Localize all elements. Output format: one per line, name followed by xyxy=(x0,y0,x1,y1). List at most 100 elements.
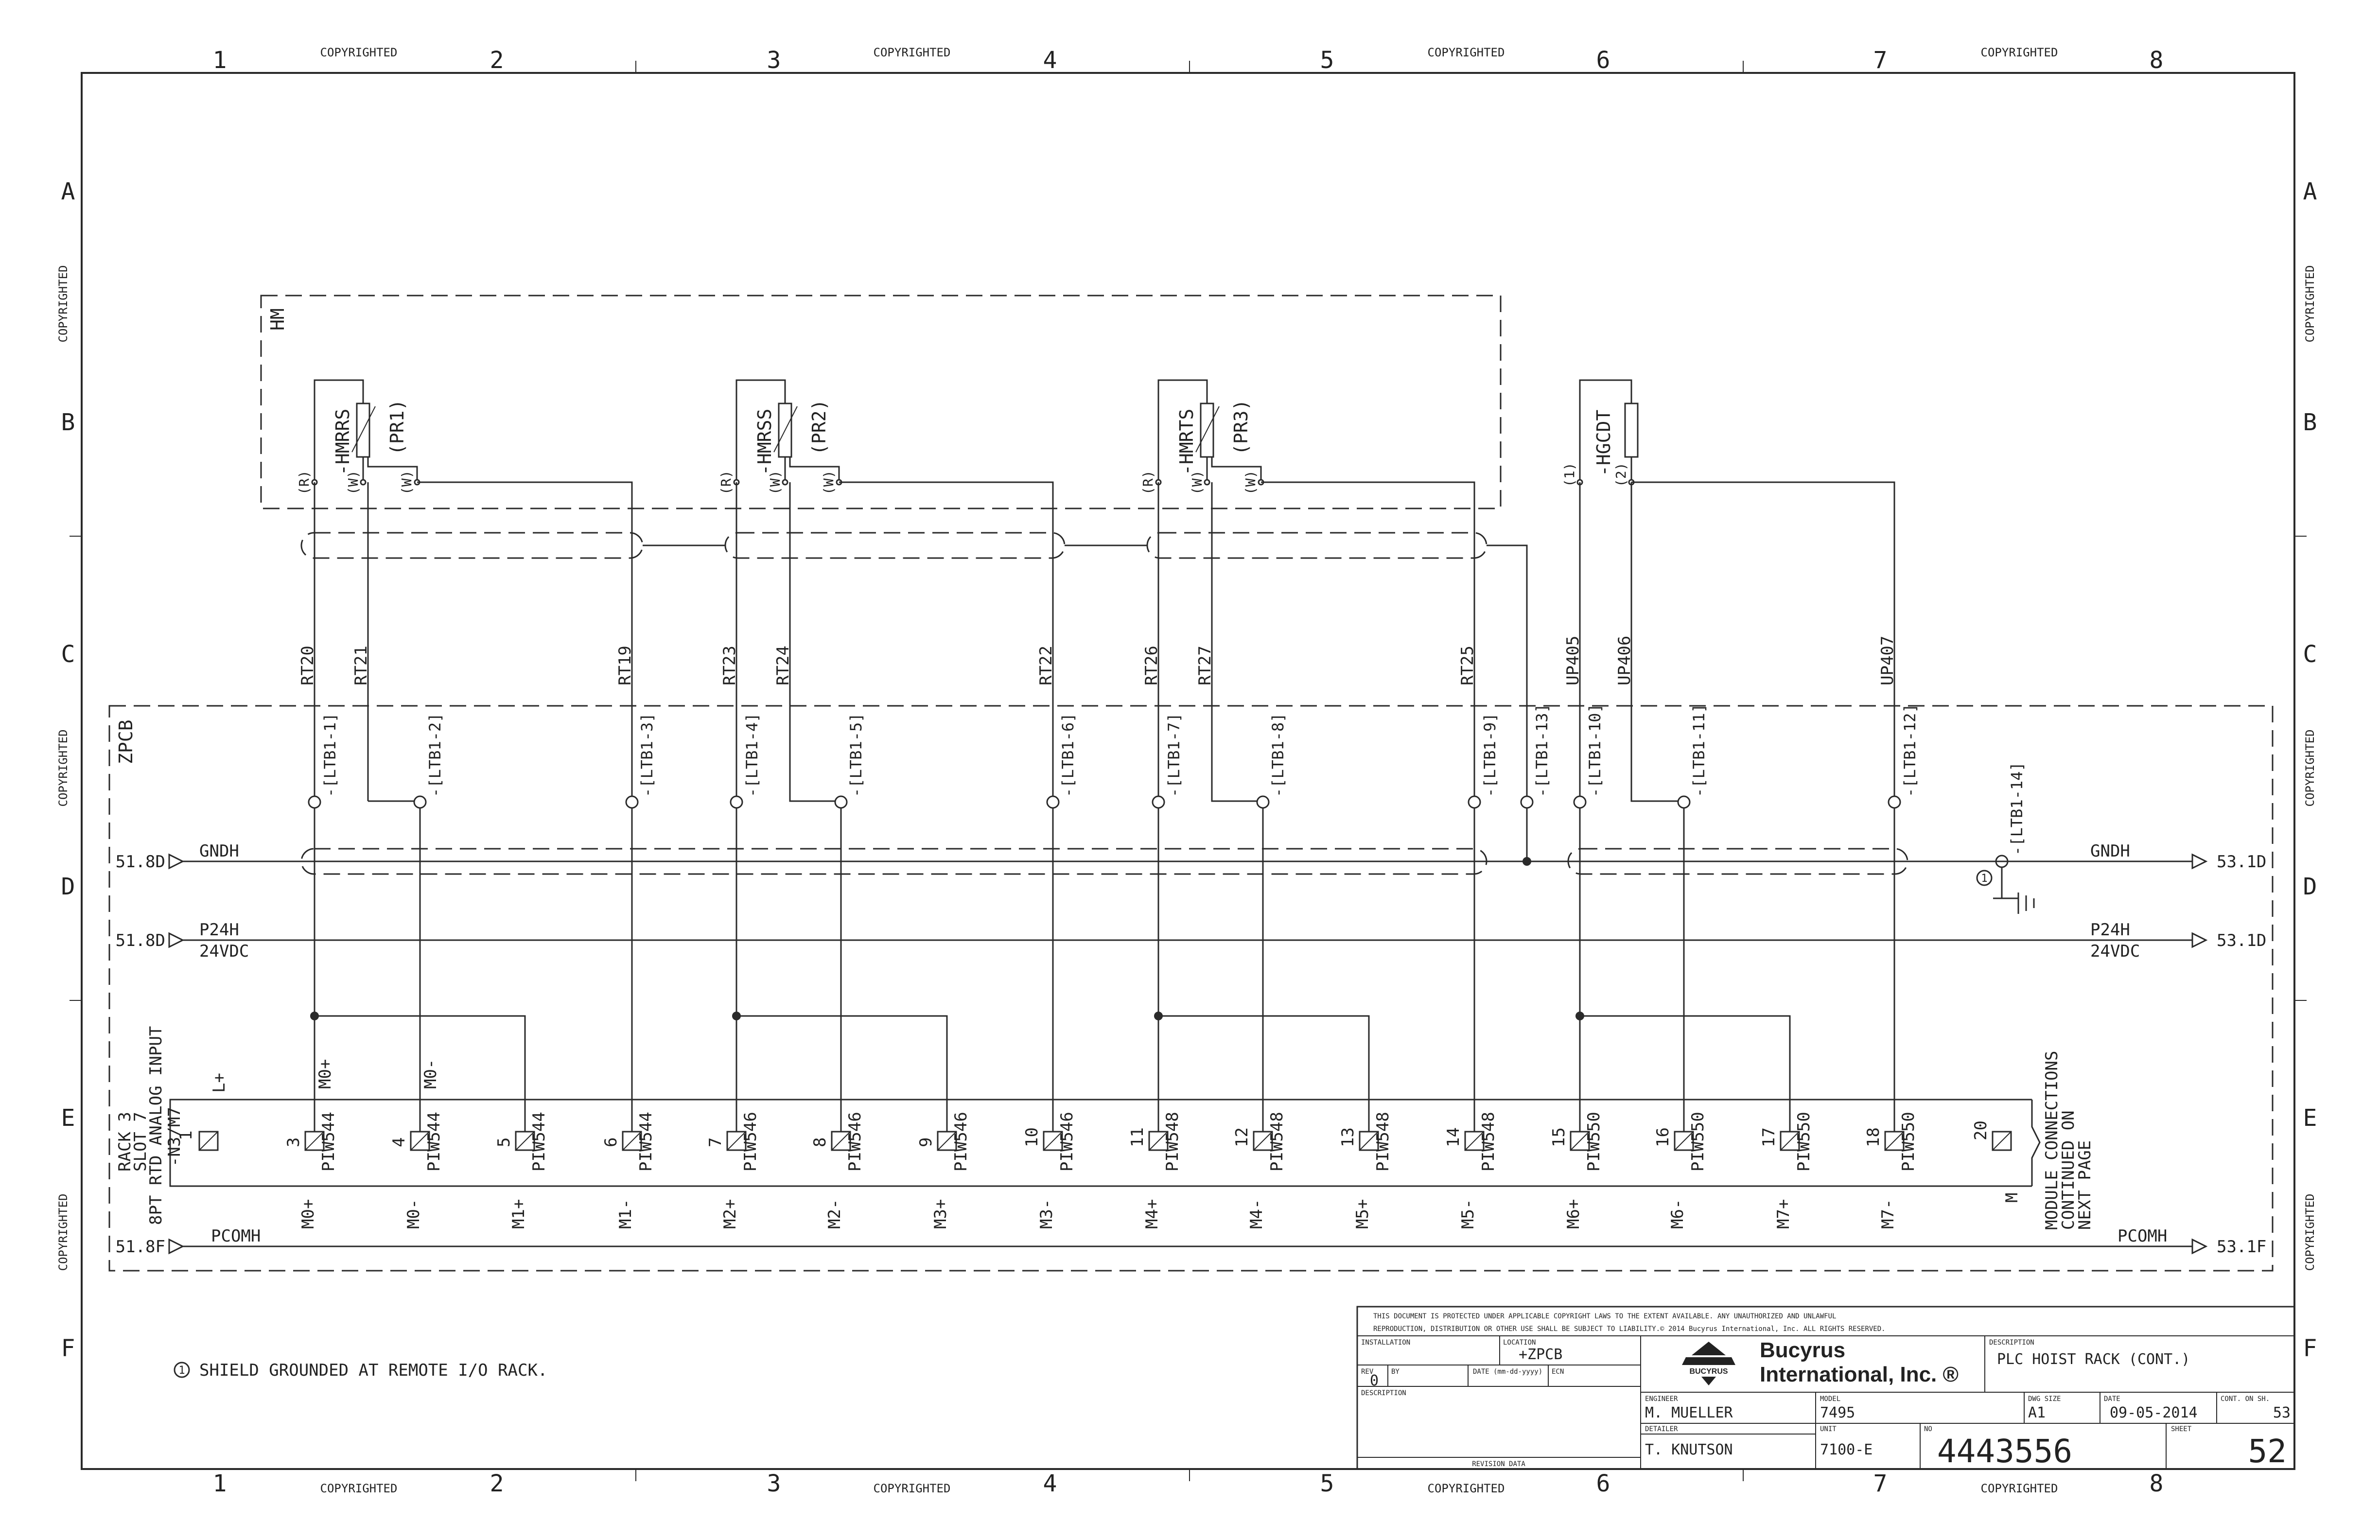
ground-terminal: 1 xyxy=(1976,855,2035,914)
module-channel-label: M7- xyxy=(1878,1199,1898,1229)
terminal-slash xyxy=(410,1131,430,1151)
zone-left-A: A xyxy=(61,178,75,205)
module-continued-line3: NEXT PAGE xyxy=(2075,1140,2095,1230)
module-pin-number: 3 xyxy=(284,1138,303,1147)
zone-top-4: 4 xyxy=(1043,47,1057,74)
sensor-pr-pr1: (PR1) xyxy=(386,400,408,455)
terminal-slash xyxy=(1465,1131,1484,1151)
zpcb-group-label: ZPCB xyxy=(115,719,137,764)
zone-bottom-3: 3 xyxy=(767,1470,781,1497)
date-format: (mm-dd-yyyy) xyxy=(1493,1368,1542,1376)
zone-bottom-1: 1 xyxy=(213,1470,227,1497)
zone-left-F: F xyxy=(61,1335,75,1362)
logo-word: BUCYRUS xyxy=(1689,1367,1728,1376)
drawing-frame: 1 2 3 4 5 6 7 8 1 2 3 4 5 6 7 8 A B C D … xyxy=(56,46,2317,1497)
company-name-line1: Bucyrus xyxy=(1760,1338,1845,1362)
zone-right-F: F xyxy=(2303,1335,2317,1362)
module-pin-address: PIW544 xyxy=(529,1112,549,1172)
module-continued-line1: MODULE CONNECTIONS xyxy=(2042,1051,2062,1230)
model-value: 7495 xyxy=(1820,1404,1855,1421)
zone-top-2: 2 xyxy=(490,47,504,74)
zone-right-C: C xyxy=(2303,641,2317,668)
copyright-left-2: COPYRIGHTED xyxy=(56,730,70,807)
module-pin-address: PIW544 xyxy=(636,1112,656,1172)
sensor-pr-pr3: (PR3) xyxy=(1230,400,1252,455)
sensor-name-pr3: -HMRTS xyxy=(1176,409,1197,475)
module-pin-address: PIW548 xyxy=(1267,1112,1287,1172)
copyright-left-1: COPYRIGHTED xyxy=(56,265,70,343)
terminal-label-4: -[LTB1-4] xyxy=(743,713,761,797)
bus-pcomh-ref-out: 53.1F xyxy=(2217,1237,2266,1257)
location-value: +ZPCB xyxy=(1519,1346,1562,1363)
bus-pcomh-name-right: PCOMH xyxy=(2118,1226,2167,1246)
zone-bottom-4: 4 xyxy=(1043,1470,1057,1497)
bus-p24h: 51.8D P24H 24VDC P24H 24VDC 53.1D xyxy=(116,920,2267,961)
rtd-sensor-pr1: -HMRRS (PR1) (R) (W) (W) xyxy=(296,379,420,495)
terminal-label-1: -[LTB1-1] xyxy=(321,713,339,797)
module-continued-line2: CONTINUED ON xyxy=(2059,1110,2078,1230)
module-terminal-1 xyxy=(198,1131,219,1151)
logo-mark-icon xyxy=(1692,1342,1726,1355)
terminal-label-10: -[LTB1-10] xyxy=(1586,703,1604,797)
module-pin-address: PIW548 xyxy=(1373,1112,1393,1172)
module-channel-label: M1+ xyxy=(509,1199,528,1229)
terminal-label-3: -[LTB1-3] xyxy=(638,713,656,797)
zone-bottom-2: 2 xyxy=(490,1470,504,1497)
terminal-slash xyxy=(1885,1131,1904,1151)
cont-label: CONT. ON SH. xyxy=(2221,1395,2270,1403)
description-value: PLC HOIST RACK (CONT.) xyxy=(1997,1351,2190,1368)
wire-label-rt27: RT27 xyxy=(1195,646,1215,685)
bus-pcomh: 51.8F PCOMH PCOMH 53.1F xyxy=(116,1226,2267,1257)
note-marker: 1 xyxy=(178,1365,185,1377)
copyright-top-3: COPYRIGHTED xyxy=(1428,46,1505,59)
module-channel-label: M2- xyxy=(825,1199,844,1229)
module-pin-address: PIW546 xyxy=(951,1112,971,1172)
zone-bottom-8: 8 xyxy=(2150,1470,2164,1497)
module-pin-address: PIW548 xyxy=(1479,1112,1498,1172)
sensor-pin-w2-pr3: (W) xyxy=(1242,470,1259,495)
detailer-label: DETAILER xyxy=(1645,1425,1678,1433)
shield-ground-marker: 1 xyxy=(1981,873,1987,885)
bus-p24h-voltage-right: 24VDC xyxy=(2090,942,2140,961)
wire-labels: RT20 RT21 RT19 RT23 RT24 RT22 RT26 RT27 … xyxy=(298,636,1897,685)
sensor-pin-w2-pr1: (W) xyxy=(399,470,415,495)
wire-label-rt20: RT20 xyxy=(298,646,317,685)
module-channel-label: M0- xyxy=(404,1199,423,1229)
bus-gndh-name-right: GNDH xyxy=(2090,841,2130,861)
bus-pcomh-ref-in: 51.8F xyxy=(116,1237,165,1257)
sensor-pin-2-hgcdt: (2) xyxy=(1613,462,1629,487)
bus-gndh-ref-in: 51.8D xyxy=(116,852,165,872)
terminal-label-11: -[LTB1-11] xyxy=(1690,703,1708,797)
module-pin-number: 4 xyxy=(389,1138,409,1147)
rtd-sensor-pr2: -HMRSS (PR2) (R) (W) (W) xyxy=(718,379,842,495)
copyright-notice-line1: THIS DOCUMENT IS PROTECTED UNDER APPLICA… xyxy=(1373,1312,1836,1320)
rtd-sensor-pr3: -HMRTS (PR3) (R) (W) (W) xyxy=(1140,379,1264,495)
zpcb-group-box xyxy=(108,705,2274,1272)
terminal-slash xyxy=(1780,1131,1800,1151)
bus-p24h-ref-in: 51.8D xyxy=(116,931,165,950)
note-text: SHIELD GROUNDED AT REMOTE I/O RACK. xyxy=(199,1361,547,1380)
module-channel-label: M3- xyxy=(1037,1199,1056,1229)
bus-p24h-name-right: P24H xyxy=(2090,920,2130,940)
copyright-right-3: COPYRIGHTED xyxy=(2303,1194,2317,1271)
description-label: DESCRIPTION xyxy=(1361,1389,1406,1397)
module-pin-number: 6 xyxy=(601,1138,621,1147)
copyright-bottom-2: COPYRIGHTED xyxy=(874,1482,951,1495)
sensor-name-hgcdt: -HGCDT xyxy=(1593,410,1614,476)
sensor-pin-w2-pr2: (W) xyxy=(821,470,837,495)
cable-shield-1 xyxy=(300,532,644,559)
bus-p24h-name-left: P24H xyxy=(199,920,239,940)
module-pin-number: 7 xyxy=(706,1138,725,1147)
terminal-slash xyxy=(727,1131,746,1151)
dwg-size-value: A1 xyxy=(2028,1404,2046,1421)
terminal-label-5: -[LTB1-5] xyxy=(847,713,865,797)
wire-label-rt23: RT23 xyxy=(720,646,739,685)
date-label-2: DATE xyxy=(2104,1395,2120,1403)
